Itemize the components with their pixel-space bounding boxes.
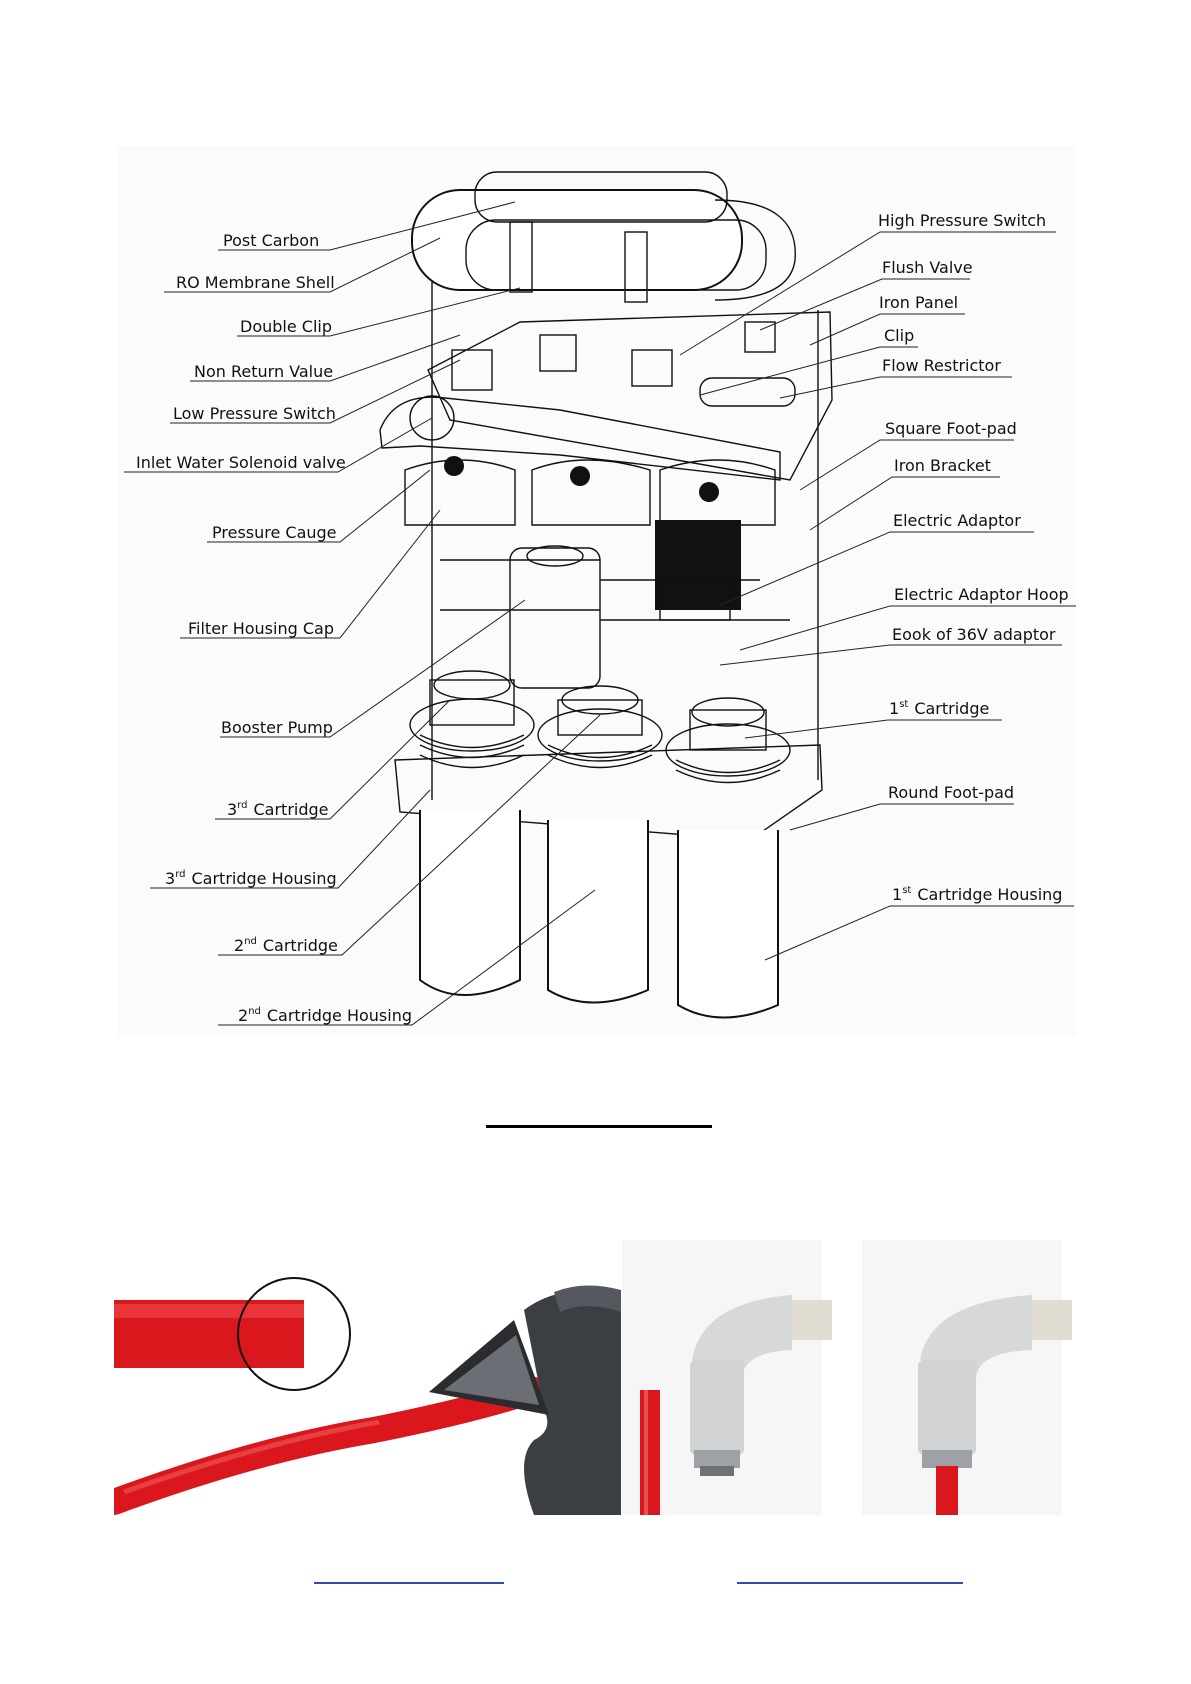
cut-end-highlight-circle	[237, 1277, 351, 1391]
label-non-return-value: Non Return Value	[194, 362, 333, 381]
label-electric-adaptor: Electric Adaptor	[893, 511, 1021, 530]
label-iron-panel: Iron Panel	[879, 293, 958, 312]
labels-right: High Pressure Switch Flush Valve Iron Pa…	[878, 211, 1069, 904]
loose-red-tube	[640, 1390, 660, 1515]
cartridge-tops	[409, 670, 791, 784]
label-round-foot-pad: Round Foot-pad	[888, 783, 1014, 802]
ro-unit-drawing	[379, 171, 833, 1019]
filter-housing-right	[1062, 1240, 1099, 1515]
tube-cutter-icon	[524, 1291, 621, 1515]
label-eook-of-36v-adaptor: Eook of 36V adaptor	[892, 625, 1056, 644]
label-pressure-cauge: Pressure Cauge	[212, 523, 337, 542]
caption-link-right[interactable]	[737, 1582, 963, 1584]
inserted-red-tube	[936, 1466, 958, 1515]
section-divider	[486, 1125, 712, 1128]
label-inlet-water-solenoid-valve: Inlet Water Solenoid valve	[136, 453, 346, 472]
label-double-clip: Double Clip	[240, 317, 332, 336]
label-high-pressure-switch: High Pressure Switch	[878, 211, 1046, 230]
leader-lines-left	[124, 201, 601, 1026]
elbow-connector-left	[690, 1295, 832, 1476]
label-low-pressure-switch: Low Pressure Switch	[173, 404, 336, 423]
filter-housing-left	[822, 1240, 862, 1515]
leader-lines-right	[679, 231, 1076, 961]
push-fit-connectors-photo	[622, 1240, 1099, 1515]
red-tube-curved	[114, 1377, 547, 1515]
elbow-connector-right	[918, 1295, 1072, 1515]
label-iron-bracket: Iron Bracket	[894, 456, 991, 475]
labels-left: Post Carbon RO Membrane Shell Double Cli…	[136, 231, 412, 1025]
label-flush-valve: Flush Valve	[882, 258, 973, 277]
label-clip: Clip	[884, 326, 914, 345]
label-booster-pump: Booster Pump	[221, 718, 333, 737]
label-post-carbon: Post Carbon	[223, 231, 319, 250]
label-filter-housing-cap: Filter Housing Cap	[188, 619, 334, 638]
label-square-foot-pad: Square Foot-pad	[885, 419, 1017, 438]
label-flow-restrictor: Flow Restrictor	[882, 356, 1001, 375]
tube-cutting-photo	[114, 1240, 621, 1515]
label-electric-adaptor-hoop: Electric Adaptor Hoop	[894, 585, 1069, 604]
cartridge-housings	[419, 810, 779, 1019]
label-ro-membrane-shell: RO Membrane Shell	[176, 273, 335, 292]
caption-link-left[interactable]	[314, 1582, 504, 1584]
